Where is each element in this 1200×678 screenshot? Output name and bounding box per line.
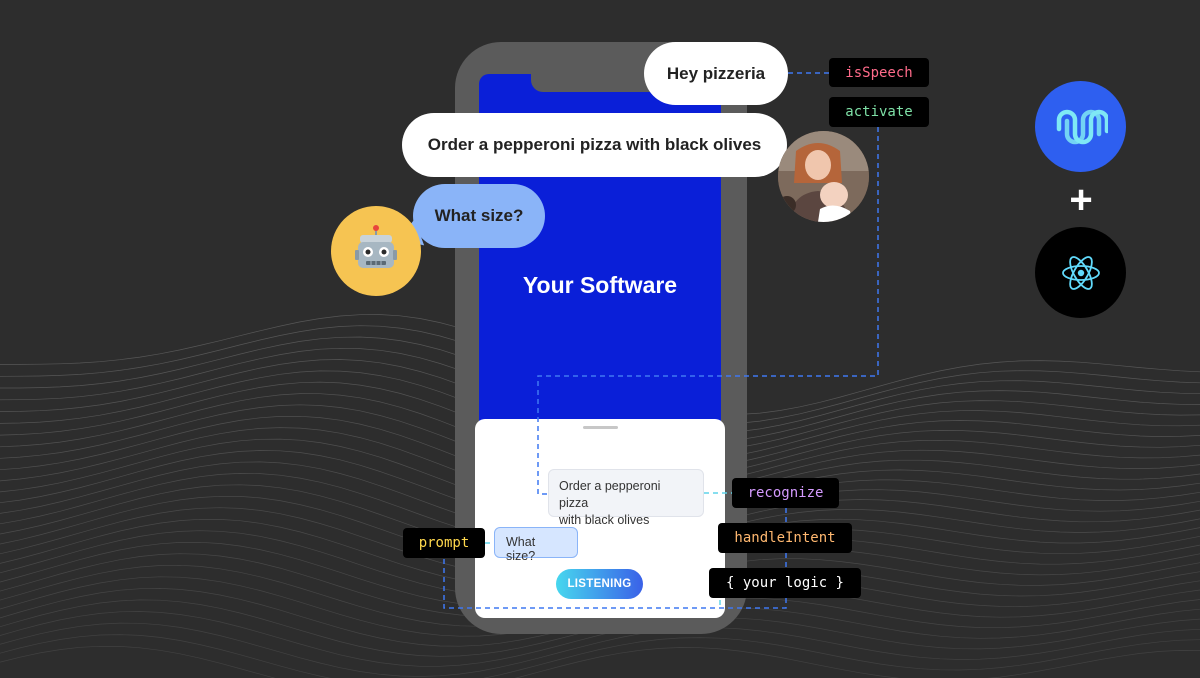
speechly-logo-icon — [1056, 109, 1108, 144]
robot-avatar — [331, 206, 421, 296]
phone-notch — [531, 74, 667, 92]
wave-line — [0, 634, 1200, 678]
code-tag-recognize: recognize — [732, 478, 839, 508]
sheet-user-transcript-line2: with black olives — [559, 513, 650, 527]
speechly-logo — [1035, 81, 1126, 172]
wave-line — [0, 622, 1200, 677]
sheet-drag-handle[interactable] — [583, 426, 618, 429]
code-tag-prompt: prompt — [403, 528, 485, 558]
code-tag-activate: activate — [829, 97, 929, 127]
user-utterance-bubble: Order a pepperoni pizza with black olive… — [402, 113, 787, 177]
react-logo — [1035, 227, 1126, 318]
sheet-user-transcript-line1: Order a pepperoni pizza — [559, 479, 661, 510]
bot-question-bubble: What size? — [413, 184, 545, 248]
wave-line — [0, 645, 1200, 678]
sheet-user-transcript: Order a pepperoni pizza with black olive… — [548, 469, 704, 527]
user-photo-avatar — [778, 131, 869, 222]
listening-button[interactable]: LISTENING — [556, 569, 643, 599]
screen-title: Your Software — [522, 272, 678, 298]
robot-icon — [355, 225, 397, 268]
code-tag-your-logic: { your logic } — [709, 568, 861, 598]
wave-line — [0, 611, 1200, 667]
sheet-bot-prompt: What size? — [494, 527, 578, 563]
plus-sign: + — [1069, 178, 1093, 222]
code-tag-isspeech: isSpeech — [829, 58, 929, 87]
code-tag-handleintent: handleIntent — [718, 523, 852, 553]
person-with-baby-icon — [778, 131, 869, 222]
react-logo-icon — [1061, 255, 1100, 290]
wake-word-bubble: Hey pizzeria — [644, 42, 788, 105]
